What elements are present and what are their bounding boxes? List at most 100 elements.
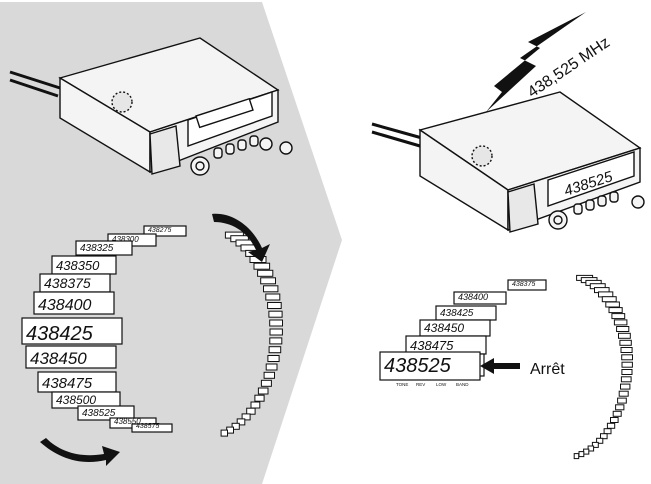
trail-segment [587, 445, 595, 452]
trail-segment [236, 418, 246, 426]
stop-display: 438400 [453, 291, 507, 305]
scan-display: 438375 [39, 273, 111, 293]
trail-segment [621, 354, 634, 361]
stop-display-text: 438450 [424, 321, 464, 335]
transceiver-left [9, 37, 293, 176]
stop-display-text: 438475 [410, 338, 454, 353]
stop-arrow-icon [480, 358, 520, 374]
scan-display: 438325 [75, 240, 133, 256]
trail-segment [591, 441, 599, 448]
trail-segment [241, 413, 251, 421]
trail-segment [596, 437, 604, 444]
trail-segment [257, 387, 269, 395]
scan-display-text: 438525 [82, 408, 116, 419]
trail-segment [603, 428, 612, 435]
trail-segment [617, 397, 627, 404]
scan-display-text: 438300 [112, 235, 139, 244]
trail-segment [269, 337, 283, 345]
trail-segment [268, 310, 283, 318]
stop-display-text: 438425 [440, 308, 474, 319]
trail-segment [254, 394, 265, 402]
scan-display-text: 438350 [56, 258, 100, 273]
trail-segment [621, 369, 633, 375]
trail-segment [618, 390, 629, 397]
trail-segment [620, 347, 633, 353]
stop-trail [573, 274, 634, 460]
display-button-label: REV [416, 382, 425, 387]
stop-display: 438525 [379, 351, 481, 381]
trail-segment [260, 379, 272, 387]
trail-segment [606, 422, 616, 429]
trail-segment [616, 326, 630, 332]
stop-label: Arrêt [530, 361, 565, 378]
scan-display: 438450 [25, 345, 117, 369]
scan-display: 438350 [51, 255, 117, 275]
scan-display-text: 438275 [148, 227, 171, 234]
trail-segment [619, 339, 632, 346]
signal-bolt-icon [486, 12, 586, 112]
stop-display: 438450 [419, 319, 491, 337]
scan-display-text: 438500 [56, 393, 96, 407]
scan-display: 438525 [77, 405, 135, 421]
trail-segment [600, 433, 608, 440]
display-button-labels: TONE REV LOW BAND [396, 382, 469, 387]
stop-display: 438425 [435, 305, 497, 321]
trail-segment [578, 451, 585, 458]
trail-segment [598, 291, 614, 298]
stop-display-text: 438400 [458, 292, 488, 302]
scan-display: 438575 [131, 423, 173, 433]
trail-segment [263, 285, 279, 293]
trail-segment [250, 401, 261, 409]
transceiver-right [371, 91, 645, 233]
scan-display-text: 438325 [80, 243, 114, 254]
stop-display: 438375 [507, 279, 547, 291]
scan-display: 438425 [21, 317, 123, 345]
trail-segment [583, 448, 590, 455]
scan-display-text: 438375 [44, 275, 91, 291]
trail-segment [265, 363, 278, 371]
trail-segment [268, 346, 282, 354]
scan-arrow-top-icon [212, 213, 270, 262]
trail-segment [618, 332, 631, 339]
scan-display-text: 438400 [38, 297, 91, 314]
trail-segment [257, 269, 274, 277]
scan-display-text: 438425 [26, 323, 94, 345]
trail-segment [613, 319, 628, 326]
trail-segment [620, 383, 631, 390]
stop-display-text: 438525 [384, 355, 452, 377]
display-button-label: LOW [436, 382, 447, 387]
scan-display: 438400 [33, 291, 115, 315]
trail-segment [220, 429, 229, 437]
display-button-label: TONE [396, 382, 408, 387]
scan-display-text: 438575 [136, 423, 159, 430]
trail-segment [605, 301, 620, 308]
trail-segment [601, 296, 617, 303]
scan-display-text: 438550 [114, 417, 141, 426]
scan-display: 438500 [51, 391, 121, 409]
trail-segment [263, 371, 276, 379]
trail-segment [573, 453, 580, 460]
trail-segment [260, 277, 277, 285]
stop-display: 438475 [405, 335, 487, 355]
trail-segment [608, 307, 623, 314]
trail-segment [269, 328, 283, 336]
trail-segment [253, 262, 271, 270]
display-button-label: BAND [456, 382, 469, 387]
stop-sequence: 4383754384004384254384504384754385004385… [379, 279, 547, 381]
scan-display: 438275 [143, 225, 187, 237]
trail-segment [269, 319, 284, 327]
trail-segment [615, 404, 625, 411]
trail-segment [267, 302, 282, 309]
scan-display-text: 438475 [42, 375, 93, 392]
stop-display-text: 438375 [512, 281, 535, 288]
scan-display-text: 438450 [30, 349, 87, 368]
trail-segment [246, 407, 256, 415]
trail-segment [267, 355, 280, 362]
trail-segment [620, 376, 632, 383]
trail-segment [265, 293, 281, 301]
trail-segment [610, 417, 619, 423]
scan-display: 438475 [37, 371, 117, 393]
trail-segment [621, 361, 633, 368]
